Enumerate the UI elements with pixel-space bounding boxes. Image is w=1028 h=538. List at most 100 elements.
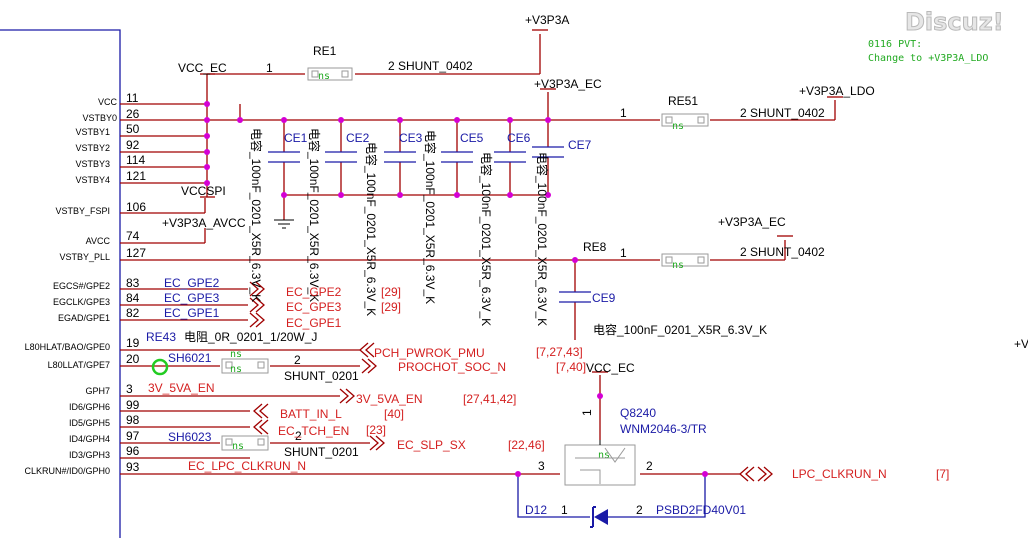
- pin-number: 19: [126, 336, 140, 350]
- net-ec-slp: EC_SLP_SX: [397, 438, 466, 452]
- ref-ce3: CE3: [399, 131, 423, 145]
- power-label-v3p3a: +V3P3A: [525, 13, 569, 27]
- mosfet-symbol: [564, 440, 636, 486]
- q8240-part: WNM2046-3/TR: [620, 422, 707, 436]
- ref-ce2: CE2: [346, 131, 370, 145]
- pin-number: 26: [126, 107, 140, 121]
- revision-note-line-2: Change to +V3P3A_LDO: [868, 53, 988, 64]
- power-label-v3p3a-avcc: +V3P3A_AVCC: [162, 216, 246, 230]
- q8240-pin2: 2: [646, 459, 653, 473]
- pin-number: 99: [126, 398, 140, 412]
- net-lpc-clkrun: LPC_CLKRUN_N: [792, 467, 887, 481]
- re1-pin2: 2: [388, 59, 395, 73]
- ns-tag: ns: [230, 349, 242, 360]
- net-pch-pwrok-ref: [7,27,43]: [536, 345, 583, 359]
- diode-symbol: [590, 506, 608, 528]
- power-label-v3p3a-ec: +V3P3A_EC: [534, 77, 602, 91]
- net-batt-in-ref: [40]: [384, 407, 404, 421]
- ref-re51: RE51: [668, 94, 698, 108]
- re8-value: SHUNT_0402: [750, 245, 825, 259]
- pin-name: EGCS#/GPE2: [53, 281, 110, 291]
- ns-tag: ns: [232, 441, 244, 452]
- ref-re1: RE1: [313, 44, 337, 58]
- resistor-labels: RE1 1 2 SHUNT_0402 RE51 1 2 SHUNT_0402 R…: [146, 44, 825, 459]
- shunt-footprints: [221, 67, 709, 451]
- net-ec-gpe2: EC_GPE2: [286, 285, 342, 299]
- net-ec-gpe2-local: EC_GPE2: [164, 276, 220, 290]
- pin-name: L80LLAT/GPE7: [48, 360, 110, 370]
- pin-number: 106: [126, 200, 146, 214]
- revision-note-line-1: 0116 PVT:: [868, 39, 922, 50]
- pin-number: 50: [126, 122, 140, 136]
- ref-ce1: CE1: [284, 131, 308, 145]
- net-ec-tch: EC_TCH_EN: [278, 424, 349, 438]
- pin-name: EGAD/GPE1: [58, 313, 110, 323]
- net-3v5va-en-ref: [27,41,42]: [463, 392, 516, 406]
- net-ec-tch-ref: [23]: [366, 423, 386, 437]
- pin-name: GPH7: [85, 386, 110, 396]
- d12-pin2: 2: [636, 503, 643, 517]
- pin-number: 3: [126, 382, 133, 396]
- net-3v5va-en-out: 3V_5VA_EN: [356, 392, 423, 406]
- d12-part: PSBD2FD40V01: [656, 503, 746, 517]
- pin-name: VSTBY2: [75, 143, 110, 153]
- ns-tag: ns: [230, 364, 242, 375]
- pin-name: ID6/GPH6: [69, 402, 110, 412]
- power-label-edge: +V: [1014, 337, 1028, 351]
- pin-name: VSTBY0: [82, 113, 117, 123]
- semiconductor-labels: Q8240 WNM2046-3/TR 1 2 3 D12 1 2 PSBD2FD…: [525, 406, 746, 517]
- ec-chip-outline: [0, 29, 121, 538]
- ref-ce7: CE7: [568, 138, 592, 152]
- power-label-v3p3a-ldo: +V3P3A_LDO: [799, 84, 875, 98]
- net-ec-gpe3: EC_GPE3: [286, 300, 342, 314]
- net-ec-gpe1: EC_GPE1: [286, 316, 342, 330]
- ce9-value: 电容_100nF_0201_X5R_6.3V_K: [593, 322, 767, 337]
- d12-pin1: 1: [561, 503, 568, 517]
- pin-number: 74: [126, 229, 140, 243]
- ce3-value: 电容_100nF_0201_X5R_6.3V_K: [364, 142, 379, 316]
- site-logo: Discuz!: [905, 8, 1004, 36]
- pin-number: 92: [126, 138, 140, 152]
- sh6021-pin2: 2: [294, 353, 301, 367]
- net-pch-pwrok: PCH_PWROK_PMU: [374, 346, 485, 360]
- pin-name: ID4/GPH4: [69, 434, 110, 444]
- power-label-vcc-ec-2: VCC_EC: [586, 361, 635, 375]
- net-ec-gpe3-ref: [29]: [381, 300, 401, 314]
- power-labels: +V3P3A +V3P3A_EC +V3P3A_LDO +V3P3A_EC VC…: [162, 13, 1028, 375]
- pin-name: VSTBY4: [75, 175, 110, 185]
- pin-number: 96: [126, 444, 140, 458]
- diode-loop-wire: [517, 474, 706, 518]
- net-prochot: PROCHOT_SOC_N: [398, 360, 506, 374]
- net-3v5va-en: 3V_5VA_EN: [148, 381, 215, 395]
- pin-number: 98: [126, 413, 140, 427]
- re51-value: SHUNT_0402: [750, 106, 825, 120]
- pin-name: AVCC: [86, 236, 111, 246]
- ref-ce6: CE6: [507, 131, 531, 145]
- re8-pin2: 2: [740, 245, 747, 259]
- pin-number: 121: [126, 169, 146, 183]
- pin-name: EGCLK/GPE3: [53, 297, 110, 307]
- re43-value: 电阻_0R_0201_1/20W_J: [184, 330, 317, 344]
- ce7-value: 电容_100nF_0201_X5R_6.3V_K: [535, 152, 550, 326]
- sh6023-pin2: 2: [295, 429, 302, 443]
- capacitor-labels: CE1 CE2 CE3 CE5 CE6 CE7 CE9 电容_100nF_020…: [249, 128, 767, 337]
- ns-tag: ns: [318, 71, 330, 82]
- pin-name: L80HLAT/BAO/GPE0: [25, 342, 110, 352]
- pin-name: VSTBY_FSPI: [55, 206, 110, 216]
- net-ec-gpe1-local: EC_GPE1: [164, 306, 220, 320]
- ce2-value: 电容_100nF_0201_X5R_6.3V_K: [307, 128, 322, 302]
- q8240-pin1: 1: [580, 409, 594, 416]
- ns-tag: ns: [672, 121, 684, 132]
- power-label-vcc-ec: VCC_EC: [178, 61, 227, 75]
- ns-tags: ns ns ns ns ns ns ns: [230, 71, 684, 461]
- pin-name: VCC: [98, 97, 118, 107]
- pin-number: 97: [126, 429, 140, 443]
- ref-ce5: CE5: [460, 131, 484, 145]
- power-label-vccspi: VCCSPI: [181, 184, 226, 198]
- ns-tag: ns: [672, 260, 684, 271]
- ref-sh6023: SH6023: [168, 430, 212, 444]
- ce1-value: 电容_100nF_0201_X5R_6.3V_K: [249, 128, 264, 302]
- sh6023-value: SHUNT_0201: [284, 445, 359, 459]
- ref-q8240: Q8240: [620, 406, 656, 420]
